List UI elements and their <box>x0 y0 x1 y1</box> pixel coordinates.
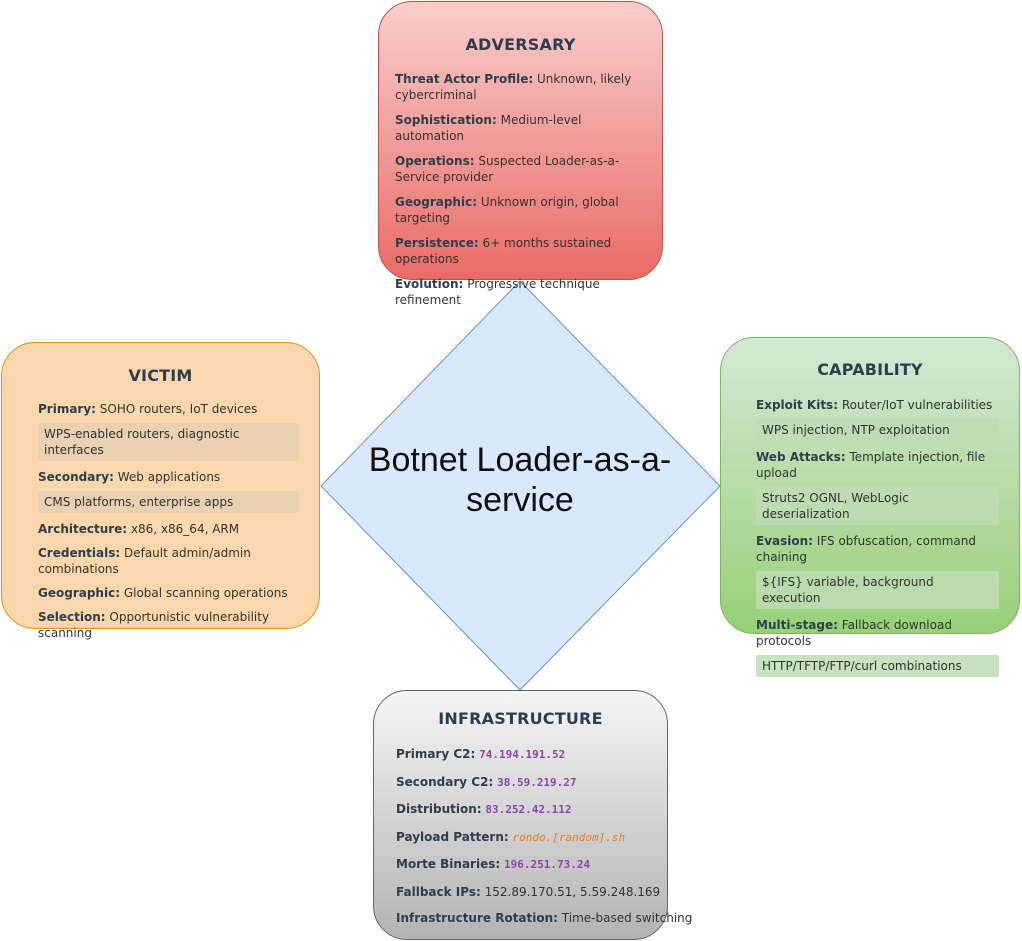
adversary-node: ADVERSARY Threat Actor Profile: Unknown,… <box>378 1 663 307</box>
victim-title: VICTIM <box>128 366 193 385</box>
capability-subitem: ${IFS} variable, background execution <box>756 571 999 609</box>
capability-node: CAPABILITY Exploit Kits: Router/IoT vuln… <box>720 337 1020 677</box>
adversary-item: Persistence: 6+ months sustained operati… <box>395 235 646 267</box>
item-label: Primary: <box>38 402 96 416</box>
item-value: Default admin/admin combinations <box>38 546 251 576</box>
adversary-item: Operations: Suspected Loader-as-a-Servic… <box>395 153 646 185</box>
item-label: Geographic: <box>395 195 477 209</box>
infrastructure-item: Infrastructure Rotation: Time-based swit… <box>396 910 692 926</box>
item-label: Payload Pattern: <box>396 829 509 844</box>
item-value: 152.89.170.51, 5.59.248.169 <box>484 884 661 899</box>
item-value: SOHO routers, IoT devices <box>99 402 258 416</box>
capability-item: Exploit Kits: Router/IoT vulnerabilities <box>756 397 999 413</box>
victim-item: Geographic: Global scanning operations <box>38 585 299 601</box>
item-label: Evasion: <box>756 534 813 548</box>
victim-item: Primary: SOHO routers, IoT devices <box>38 401 299 417</box>
item-label: Geographic: <box>38 586 120 600</box>
infrastructure-title: INFRASTRUCTURE <box>438 709 603 728</box>
item-label: Infrastructure Rotation: <box>396 911 558 925</box>
victim-item: Selection: Opportunistic vulnerability s… <box>38 609 299 641</box>
item-value: Global scanning operations <box>123 586 288 600</box>
item-label: Secondary: <box>38 470 114 484</box>
item-value: Fallback download protocols <box>756 618 952 648</box>
infrastructure-item: Distribution: 83.252.42.112 <box>396 801 659 818</box>
infrastructure-item: Payload Pattern: rondo.[random].sh <box>396 829 659 846</box>
infrastructure-item: Fallback IPs: 152.89.170.51, 5.59.248.16… <box>396 884 661 900</box>
item-label: Sophistication: <box>395 113 497 127</box>
payload-pattern: rondo.[random].sh <box>512 830 626 844</box>
adversary-title: ADVERSARY <box>465 35 576 54</box>
center-title-line-1: Botnet Loader-as-a- <box>368 441 672 479</box>
item-value: Unknown, likely cybercriminal <box>395 72 632 102</box>
item-value: Opportunistic vulnerability scanning <box>38 610 270 640</box>
victim-subitem: WPS-enabled routers, diagnostic interfac… <box>38 423 299 461</box>
center-title: Botnet Loader-as-a- service <box>340 440 700 520</box>
capability-subitem: HTTP/TFTP/FTP/curl combinations <box>756 655 999 677</box>
item-label: Persistence: <box>395 236 479 250</box>
victim-node: VICTIM Primary: SOHO routers, IoT device… <box>1 342 320 640</box>
item-value: Time-based switching <box>561 911 693 925</box>
capability-item: Multi-stage: Fallback download protocols <box>756 617 999 649</box>
victim-item: Architecture: x86, x86_64, ARM <box>38 521 299 537</box>
item-label: Distribution: <box>396 802 482 816</box>
item-value: IFS obfuscation, command chaining <box>756 534 976 564</box>
item-value: Template injection, file upload <box>756 450 986 480</box>
item-label: Evolution: <box>395 277 464 291</box>
adversary-item: Threat Actor Profile: Unknown, likely cy… <box>395 71 646 103</box>
item-label: Web Attacks: <box>756 450 846 464</box>
capability-item: Evasion: IFS obfuscation, command chaini… <box>756 533 999 565</box>
center-title-line-2: service <box>466 481 574 519</box>
infrastructure-item: Morte Binaries: 196.251.73.24 <box>396 856 659 873</box>
adversary-item: Evolution: Progressive technique refinem… <box>395 276 646 308</box>
item-label: Primary C2: <box>396 747 476 761</box>
infrastructure-item: Secondary C2: 38.59.219.27 <box>396 774 659 791</box>
ip-address: 83.252.42.112 <box>485 803 572 816</box>
item-value: Router/IoT vulnerabilities <box>841 398 993 412</box>
adversary-item: Sophistication: Medium-level automation <box>395 112 646 144</box>
item-value: Progressive technique refinement <box>395 277 600 307</box>
item-label: Secondary C2: <box>396 774 494 789</box>
item-value: Web applications <box>117 470 221 484</box>
item-value: 6+ months sustained operations <box>395 236 612 266</box>
adversary-item: Geographic: Unknown origin, global targe… <box>395 194 646 226</box>
ip-address: 74.194.191.52 <box>479 748 566 761</box>
item-label: Selection: <box>38 610 106 624</box>
capability-subitem: WPS injection, NTP exploitation <box>756 419 999 441</box>
item-value: Suspected Loader-as-a-Service provider <box>395 154 620 184</box>
item-label: Threat Actor Profile: <box>395 72 534 86</box>
item-label: Operations: <box>395 154 475 168</box>
capability-subitem: Struts2 OGNL, WebLogic deserialization <box>756 487 999 525</box>
item-label: Credentials: <box>38 546 121 560</box>
item-label: Fallback IPs: <box>396 884 481 899</box>
ip-address: 196.251.73.24 <box>504 858 591 871</box>
item-value: Medium-level automation <box>395 113 582 143</box>
victim-item: Secondary: Web applications <box>38 469 299 485</box>
ip-address: 38.59.219.27 <box>497 775 577 789</box>
capability-item: Web Attacks: Template injection, file up… <box>756 449 999 481</box>
item-label: Multi-stage: <box>756 618 838 632</box>
item-label: Morte Binaries: <box>396 857 501 871</box>
item-label: Exploit Kits: <box>756 398 839 412</box>
item-value: Unknown origin, global targeting <box>395 195 619 225</box>
infrastructure-node: INFRASTRUCTURE Primary C2: 74.194.191.52… <box>373 690 692 940</box>
capability-title: CAPABILITY <box>817 360 923 379</box>
infrastructure-item: Primary C2: 74.194.191.52 <box>396 746 659 763</box>
victim-item: Credentials: Default admin/admin combina… <box>38 545 299 577</box>
victim-subitem: CMS platforms, enterprise apps <box>38 491 299 513</box>
item-label: Architecture: <box>38 522 128 536</box>
item-value: x86, x86_64, ARM <box>130 522 240 536</box>
